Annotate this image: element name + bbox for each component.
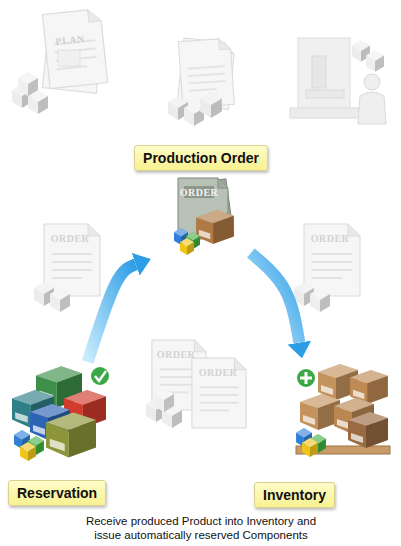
callout-label: Inventory [254, 482, 335, 508]
document-heading: ORDER [51, 233, 90, 244]
faded-document [168, 38, 235, 126]
callout-node: Reservation [8, 362, 116, 506]
callout-node: Production Order [134, 145, 268, 253]
document-heading: ORDER [180, 187, 219, 198]
faded-document [34, 224, 100, 312]
order-document-icon [174, 178, 234, 255]
flow-arrow [88, 264, 136, 362]
document-heading: ORDER [157, 349, 196, 360]
flow-arrow [251, 253, 299, 343]
caption: Receive produced Product into Inventory … [76, 514, 326, 542]
faded-document [146, 340, 246, 428]
callout-label: Reservation [8, 480, 106, 506]
faded-document [294, 224, 360, 312]
callout-node: Inventory [254, 358, 394, 508]
faded-machine [290, 38, 386, 124]
inventory-boxes-icon [296, 364, 390, 457]
document-heading: ORDER [311, 233, 350, 244]
callout-label: Production Order [134, 145, 268, 171]
plan-document [12, 9, 108, 114]
reservation-boxes-icon [12, 366, 110, 461]
document-heading: ORDER [199, 367, 238, 378]
